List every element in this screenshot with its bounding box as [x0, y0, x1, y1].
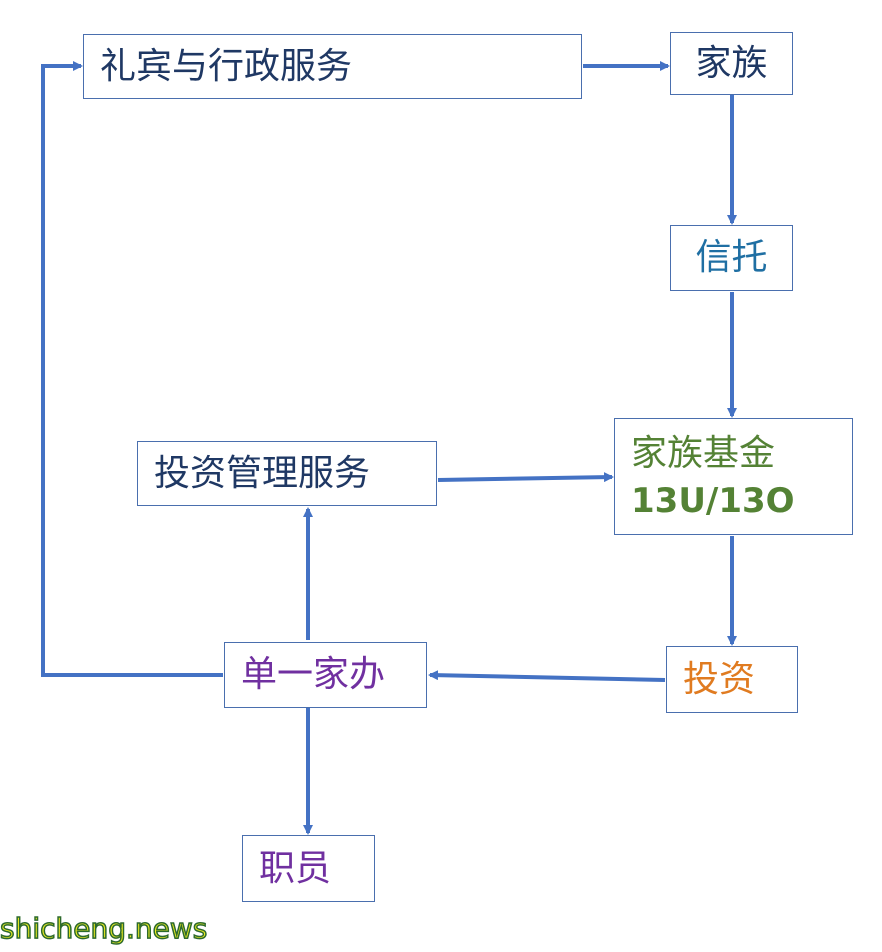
node-invest: 投资 — [666, 646, 798, 713]
edge-investmgmt-to-fund — [437, 472, 614, 483]
node-trust-label: 信托 — [695, 237, 768, 279]
node-investmgmt: 投资管理服务 — [137, 441, 437, 506]
node-family: 家族 — [670, 32, 793, 95]
node-office-label: 单一家办 — [241, 654, 386, 696]
node-investmgmt-label: 投资管理服务 — [154, 452, 371, 494]
edge-invest-to-office — [428, 670, 666, 682]
node-staff: 职员 — [242, 835, 375, 902]
node-office: 单一家办 — [224, 642, 427, 708]
node-invest-label: 投资 — [683, 658, 756, 700]
node-fund-label: 家族基金 — [631, 432, 776, 474]
node-reception-label: 礼宾与行政服务 — [100, 45, 353, 87]
edge-office-to-reception — [41, 61, 223, 677]
node-staff-label: 职员 — [259, 847, 332, 889]
node-trust: 信托 — [670, 225, 793, 291]
node-reception: 礼宾与行政服务 — [83, 34, 582, 99]
node-fund-sublabel: 13U/13O — [631, 480, 795, 521]
node-family-label: 家族 — [695, 42, 768, 84]
node-fund: 家族基金 13U/13O — [614, 418, 853, 535]
watermark-text: shicheng.news — [0, 911, 208, 946]
